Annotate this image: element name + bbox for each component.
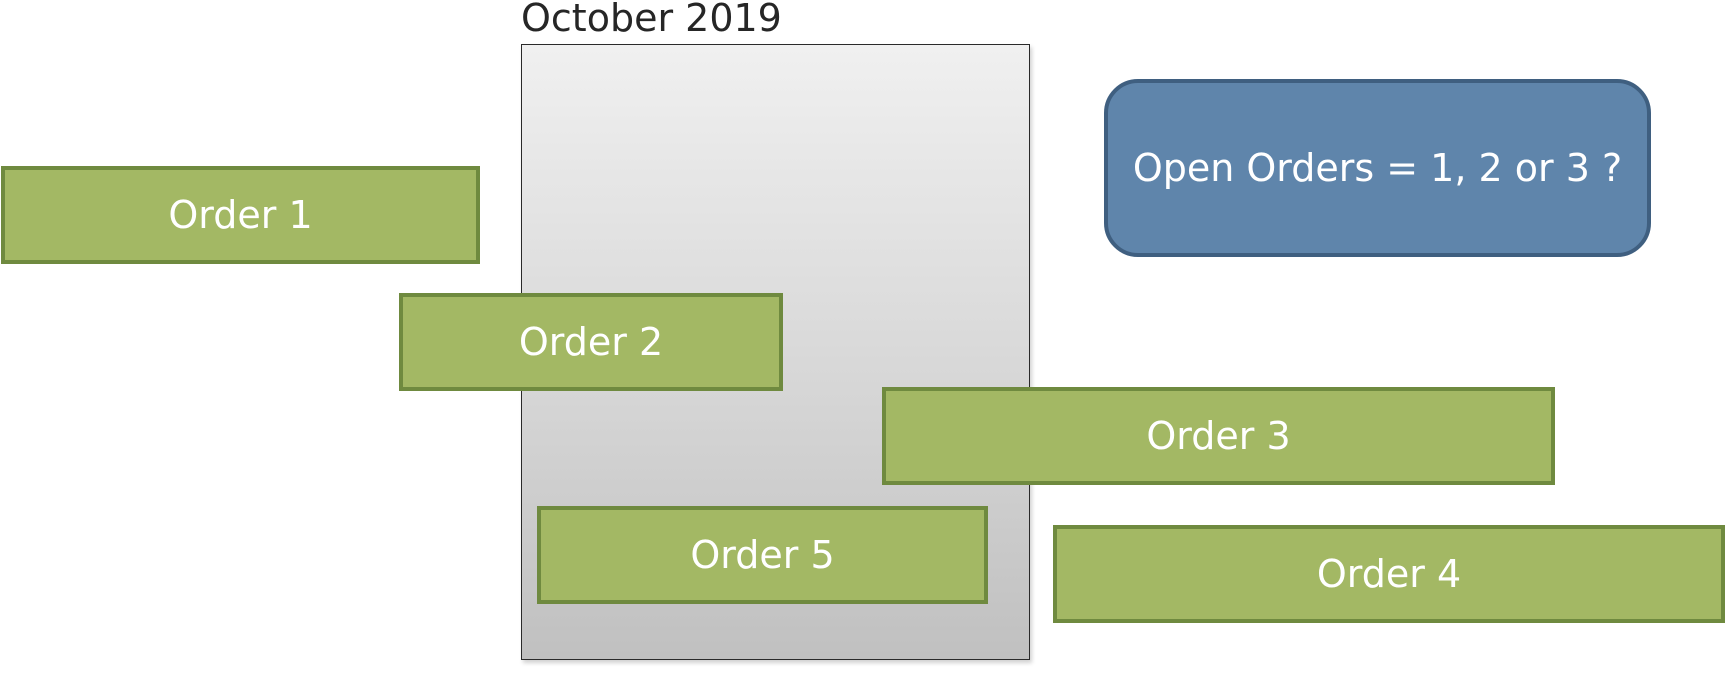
month-title: October 2019 (521, 0, 782, 40)
order-5-bar: Order 5 (537, 506, 988, 604)
order-1-bar: Order 1 (1, 166, 480, 264)
open-orders-callout: Open Orders = 1, 2 or 3 ? (1104, 79, 1651, 257)
order-2-bar: Order 2 (399, 293, 783, 391)
order-4-bar: Order 4 (1053, 525, 1725, 623)
order-3-bar: Order 3 (882, 387, 1555, 485)
